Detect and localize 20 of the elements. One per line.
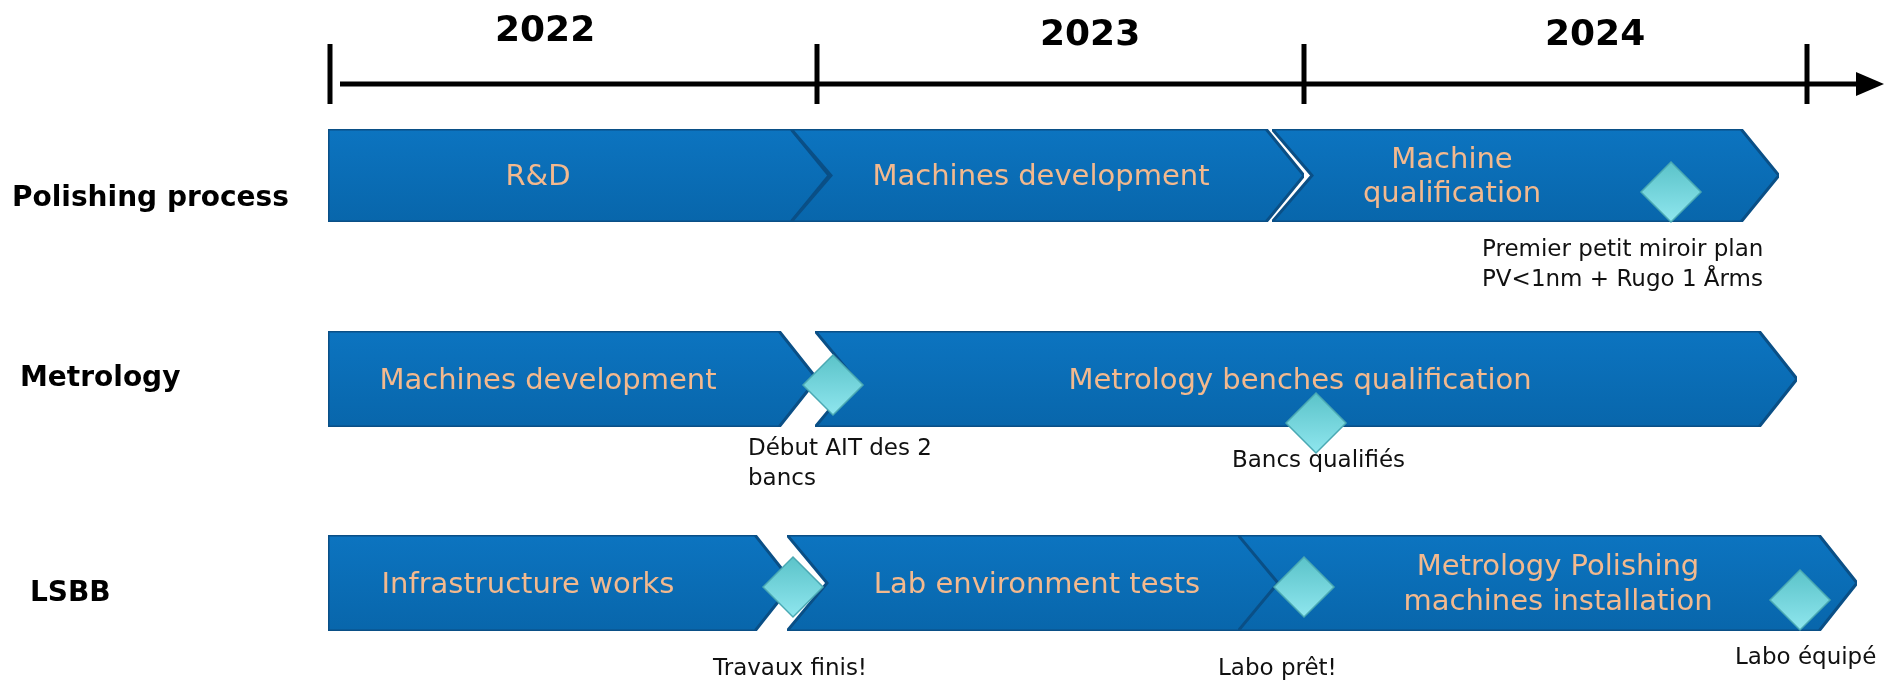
year-label: 2022 <box>495 8 596 49</box>
phase-label: Machine qualification <box>1361 140 1543 211</box>
phase-label: Metrology benches qualification <box>1067 361 1533 397</box>
phase-label: Machines development <box>378 361 718 397</box>
milestone-note: Bancs qualifiés <box>1232 445 1407 474</box>
year-label: 2023 <box>1040 12 1141 53</box>
milestone-note: Premier petit miroir plan PV<1nm + Rugo 1 Årms <box>1482 234 1765 293</box>
phase-label: Machines development <box>871 158 1211 193</box>
phase-label: R&D <box>504 158 572 193</box>
phase-label: Infrastructure works <box>380 565 676 601</box>
year-label: 2024 <box>1545 12 1646 53</box>
row-label: Polishing process <box>12 180 289 213</box>
phase-label: Lab environment tests <box>872 565 1202 601</box>
milestone-note: Début AIT des 2 bancs <box>748 433 933 492</box>
phase-label: Metrology Polishing machines installation <box>1402 548 1714 618</box>
milestone-note: Labo équipé <box>1735 642 1878 671</box>
milestone-note: Labo prêt! <box>1218 653 1338 680</box>
milestone-note: Travaux finis! <box>713 653 869 680</box>
row-label: LSBB <box>30 575 111 608</box>
row-label: Metrology <box>20 360 181 393</box>
